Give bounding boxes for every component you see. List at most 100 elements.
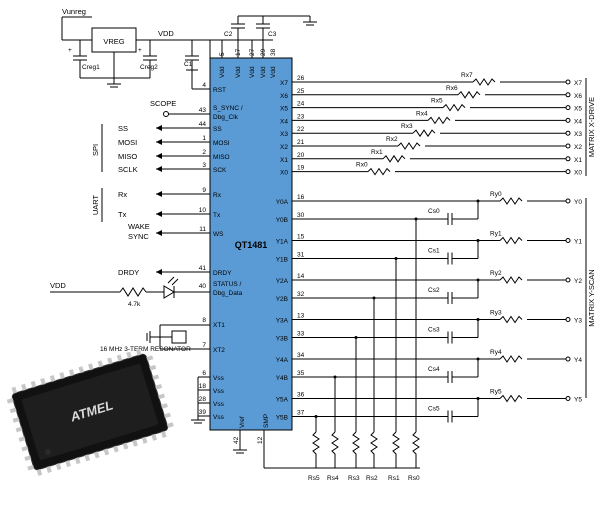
- x-pin-number: 22: [297, 126, 305, 133]
- y-pin-b-label: Y2B: [276, 296, 288, 303]
- net-label: WAKE: [128, 222, 150, 231]
- left-pin-number: 1: [202, 135, 206, 142]
- y-out-label: Y1: [574, 239, 582, 246]
- spi-group-label: SPI: [91, 144, 100, 156]
- x-out-label: X1: [574, 157, 582, 164]
- left-pin-number: 11: [199, 226, 206, 233]
- y-pin-a-number: 15: [297, 234, 305, 241]
- x-resistor-label: Rx5: [431, 98, 443, 105]
- left-pin-label: MISO: [213, 154, 230, 161]
- left-pin-number: 43: [199, 107, 207, 114]
- y-cap-label: Cs5: [428, 406, 440, 413]
- y-pin-a-number: 14: [297, 273, 305, 280]
- net-label: Rx: [118, 190, 127, 199]
- y-pin-a-number: 34: [297, 352, 305, 359]
- left-pin-number: 41: [199, 265, 207, 272]
- y-pin-b-number: 32: [297, 291, 305, 298]
- vreg-label: VREG: [103, 37, 124, 46]
- rs-label: Rs1: [388, 475, 400, 482]
- x-resistor-label: Rx1: [371, 149, 383, 156]
- x-pin-label: X7: [280, 80, 288, 87]
- rs-label: Rs2: [366, 475, 378, 482]
- left-pin-number: 18: [199, 383, 207, 390]
- y-pin-b-label: Y0B: [276, 217, 288, 224]
- power-section: Vunreg VREG VDD + Creg1 + Creg2 C1: [61, 7, 317, 88]
- y-pin-a-number: 36: [297, 392, 305, 399]
- x-pin-label: X4: [280, 118, 288, 125]
- y-out-label: Y4: [574, 357, 582, 364]
- x-out-label: X5: [574, 106, 582, 113]
- left-pin-number: 8: [202, 317, 206, 324]
- y-pin-b-label: Y3B: [276, 336, 288, 343]
- vdd-top-label: VDD: [158, 29, 174, 38]
- x-pin-label: X3: [280, 131, 288, 138]
- x-pin-label: X0: [280, 170, 288, 177]
- x-pin-label: X6: [280, 93, 288, 100]
- left-pin-label: S_SYNC /: [213, 105, 243, 112]
- x-pin-label: X5: [280, 106, 288, 113]
- creg2-label: Creg2: [140, 64, 158, 71]
- c3-label: C3: [268, 31, 277, 38]
- y-pin-a-label: Y2A: [276, 278, 289, 285]
- x-pin-label: X1: [280, 157, 288, 164]
- y-pin-b-label: Y4B: [276, 375, 288, 382]
- left-pin-label: MOSI: [213, 140, 230, 147]
- left-pin-label: SS: [213, 126, 222, 133]
- top-pin-number: 38: [270, 48, 277, 56]
- y-resistor-label: Ry5: [490, 389, 502, 396]
- y-pin-a-label: Y4A: [276, 357, 289, 364]
- left-pin-label: Vss: [213, 375, 225, 382]
- top-pin-label: Vdd: [270, 66, 277, 78]
- net-label: SCLK: [118, 165, 138, 174]
- top-pin-label: Vdd: [249, 66, 256, 78]
- svg-text:+: +: [68, 47, 72, 54]
- scope-label: SCOPE: [150, 99, 176, 108]
- y-pin-b-number: 35: [297, 370, 305, 377]
- x-out-label: X2: [574, 144, 582, 151]
- y-pin-b-number: 33: [297, 331, 305, 338]
- left-peripherals: SCOPE SPI UART VDD 4.7k 16 MHz 3-TERM RE…: [50, 70, 210, 424]
- x-pin-number: 19: [297, 165, 305, 172]
- bottom-pin-label: SMP: [263, 414, 270, 428]
- chip-body: [209, 57, 293, 431]
- left-pin-number: 4: [202, 82, 206, 89]
- rs-label: Rs0: [408, 475, 420, 482]
- y-out-label: Y0: [574, 199, 582, 206]
- net-label: DRDY: [118, 268, 139, 277]
- top-pin-label: Vdd: [235, 66, 242, 78]
- y-resistor-label: Ry0: [490, 191, 502, 198]
- left-pin-label: XT1: [213, 322, 225, 329]
- left-pin-label: Vss: [213, 401, 225, 408]
- left-pin-number: 6: [202, 370, 206, 377]
- y-pin-b-label: Y1B: [276, 257, 288, 264]
- y-cap-label: Cs4: [428, 366, 440, 373]
- top-pin-number: 27: [249, 48, 256, 56]
- left-pin-label: RST: [213, 87, 226, 94]
- top-pin-number: 17: [235, 48, 242, 56]
- y-resistor-label: Ry3: [490, 310, 502, 317]
- y-pin-a-label: Y0A: [276, 199, 289, 206]
- left-pin-number: 3: [202, 162, 206, 169]
- bottom-pin-number: 12: [257, 436, 264, 444]
- y-pin-a-number: 16: [297, 194, 305, 201]
- y-pin-b-number: 30: [297, 212, 305, 219]
- left-pin-label: Tx: [213, 212, 221, 219]
- y-cap-label: Cs3: [428, 327, 440, 334]
- left-pin-label: WS: [213, 231, 224, 238]
- left-pin-number: 40: [199, 283, 207, 290]
- top-pin-number: 5: [219, 52, 226, 56]
- left-pin-number: 9: [202, 187, 206, 194]
- top-pin-label: Vdd: [260, 66, 267, 78]
- y-pin-b-label: Y5B: [276, 415, 288, 422]
- y-cap-label: Cs0: [428, 208, 440, 215]
- x-out-label: X7: [574, 80, 582, 87]
- vreg-box: [91, 27, 137, 53]
- x-pin-number: 26: [297, 75, 305, 82]
- y-cap-label: Cs2: [428, 287, 440, 294]
- r-led-label: 4.7k: [128, 301, 141, 308]
